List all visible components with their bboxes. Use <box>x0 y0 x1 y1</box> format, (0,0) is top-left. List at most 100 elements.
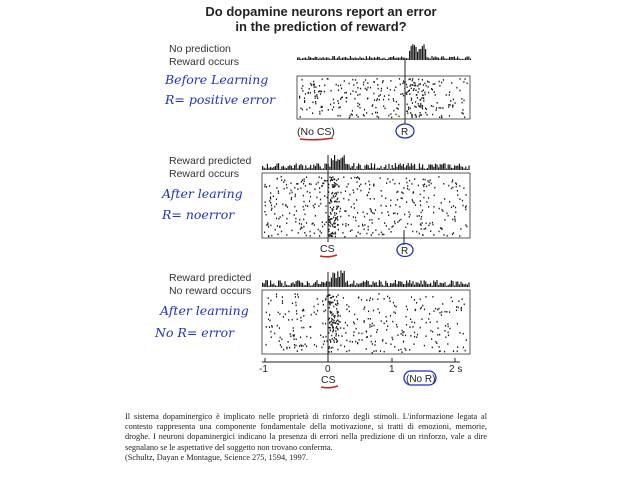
raster-spike <box>367 228 369 231</box>
histogram-bar <box>415 168 417 170</box>
raster-spike <box>358 225 360 227</box>
histogram-bar <box>348 284 350 287</box>
raster-spike <box>334 200 336 203</box>
raster-spike <box>349 340 351 343</box>
raster-spike <box>334 232 337 235</box>
raster-spike <box>406 308 408 311</box>
raster-spike <box>438 346 440 348</box>
raster-spike <box>345 332 347 334</box>
raster-spike <box>439 85 441 87</box>
raster-spike <box>428 318 430 320</box>
raster-spike <box>334 231 336 234</box>
raster-spike <box>315 313 317 316</box>
raster-spike <box>324 309 327 312</box>
raster-spike <box>447 331 449 334</box>
raster-spike <box>281 296 283 298</box>
raster-spike <box>411 321 413 323</box>
raster-spike <box>366 213 368 215</box>
raster-spike <box>421 90 423 93</box>
raster-spike <box>418 83 420 86</box>
raster-spike <box>333 321 335 324</box>
histogram-bar <box>316 163 318 170</box>
raster-spike <box>366 336 368 338</box>
raster-spike <box>328 318 330 321</box>
raster-spike <box>337 219 339 221</box>
raster-spike <box>265 326 267 328</box>
raster-spike <box>277 311 279 314</box>
raster-spike <box>339 315 341 317</box>
raster-spike <box>411 79 413 82</box>
raster-spike <box>447 325 449 328</box>
raster-spike <box>344 210 346 212</box>
panel1-marker-nocs: (No CS) <box>297 126 335 138</box>
raster-spike <box>313 232 315 235</box>
raster-spike <box>292 327 294 329</box>
raster-spike <box>283 187 285 190</box>
histogram-bar <box>290 165 292 170</box>
raster-spike <box>280 176 282 178</box>
raster-spike <box>370 234 372 236</box>
raster-spike <box>438 176 440 178</box>
raster-spike <box>415 94 417 96</box>
raster-spike <box>321 78 323 81</box>
raster-spike <box>319 93 322 95</box>
raster-spike <box>369 324 371 326</box>
raster-spike <box>439 312 441 314</box>
histogram-bar <box>278 280 280 287</box>
raster-spike <box>286 222 288 224</box>
histogram-bar <box>431 164 433 170</box>
raster-spike <box>334 178 336 181</box>
raster-spike <box>316 94 318 96</box>
raster-spike <box>362 83 365 86</box>
raster-spike <box>430 329 432 332</box>
histogram-bar <box>396 166 398 170</box>
raster-spike <box>346 304 348 306</box>
raster-spike <box>355 340 357 343</box>
raster-spike <box>395 305 397 308</box>
raster-spike <box>336 198 338 201</box>
raster-spike <box>460 228 462 230</box>
raster-spike <box>303 200 305 203</box>
raster-spike <box>313 86 315 88</box>
histogram-bar <box>441 56 443 60</box>
raster-spike <box>314 188 316 190</box>
raster-spike <box>371 105 373 107</box>
raster-spike <box>373 183 375 186</box>
raster-spike <box>371 218 373 221</box>
raster-spike <box>402 334 404 336</box>
raster-spike <box>454 102 456 104</box>
histogram-bar <box>398 281 400 287</box>
raster-spike <box>294 193 296 196</box>
histogram-bar <box>349 56 351 60</box>
raster-spike <box>312 204 314 207</box>
raster-spike <box>429 321 431 324</box>
raster-spike <box>421 222 423 224</box>
raster-spike <box>354 216 357 219</box>
raster-spike <box>427 197 430 199</box>
raster-spike <box>330 103 332 106</box>
histogram-bar <box>305 165 307 170</box>
histogram-bar <box>418 49 420 60</box>
raster-spike <box>306 108 308 111</box>
panel1-marker-r: R <box>401 127 408 138</box>
histogram-bar <box>442 163 444 170</box>
raster-spike <box>328 224 330 226</box>
histogram-bar <box>450 56 452 60</box>
raster-spike <box>351 341 353 343</box>
raster-spike <box>276 187 278 189</box>
raster-spike <box>264 231 266 234</box>
raster-spike <box>436 342 438 344</box>
raster-spike <box>317 228 319 231</box>
raster-spike <box>326 295 328 297</box>
raster-spike <box>444 330 446 332</box>
raster-spike <box>404 347 406 350</box>
raster-spike <box>300 107 302 110</box>
raster-spike <box>412 326 414 328</box>
raster-spike <box>315 86 317 88</box>
raster-spike <box>314 95 316 97</box>
raster-spike <box>435 307 437 310</box>
raster-spike <box>344 235 346 238</box>
raster-spike <box>289 192 291 195</box>
histogram-bar <box>386 283 388 287</box>
raster-spike <box>452 106 454 108</box>
